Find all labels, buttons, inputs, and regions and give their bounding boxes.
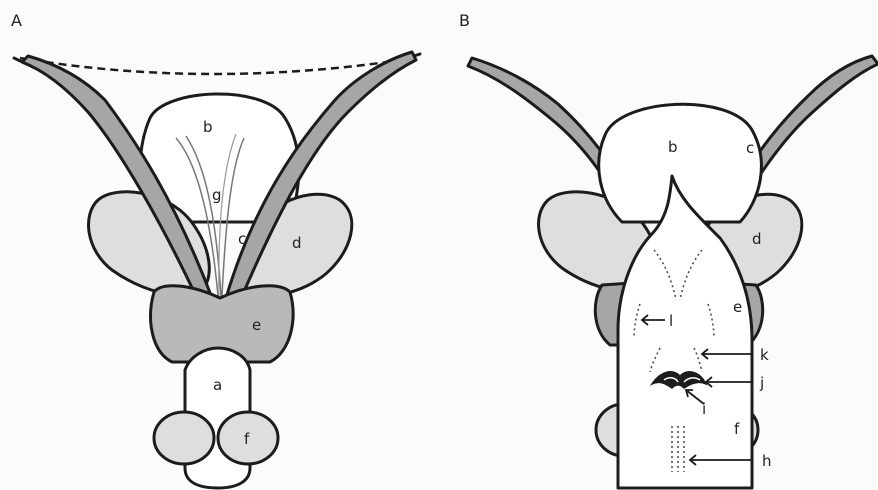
panel-b: B bbox=[459, 11, 878, 488]
panel-a-label-e: e bbox=[252, 316, 261, 334]
panel-b-title: B bbox=[459, 11, 470, 30]
panel-b-label-h: h bbox=[762, 452, 772, 470]
panel-a-label-a: a bbox=[213, 376, 222, 394]
panel-a-dashed-line bbox=[20, 58, 415, 74]
panel-a: A b g c d e a f bbox=[11, 11, 420, 488]
panel-b-label-l: l bbox=[669, 312, 673, 330]
panel-a-left-lobe bbox=[154, 412, 214, 464]
panel-b-label-k: k bbox=[760, 346, 769, 364]
panel-b-label-f: f bbox=[734, 420, 740, 438]
panel-a-label-g: g bbox=[212, 186, 222, 204]
panel-b-label-b: b bbox=[668, 138, 678, 156]
panel-a-label-f: f bbox=[244, 430, 250, 448]
panel-a-label-d: d bbox=[292, 234, 302, 252]
panel-a-title: A bbox=[11, 11, 22, 30]
panel-b-label-c: c bbox=[746, 139, 754, 157]
panel-a-label-b: b bbox=[203, 118, 213, 136]
panel-b-left-antenna bbox=[468, 58, 614, 178]
panel-b-label-d: d bbox=[752, 230, 762, 248]
panel-a-label-c: c bbox=[238, 230, 246, 248]
panel-b-label-i: i bbox=[702, 400, 706, 418]
panel-b-label-e: e bbox=[733, 298, 742, 316]
panel-b-label-j: j bbox=[759, 374, 764, 392]
panel-b-part-c bbox=[744, 56, 878, 184]
